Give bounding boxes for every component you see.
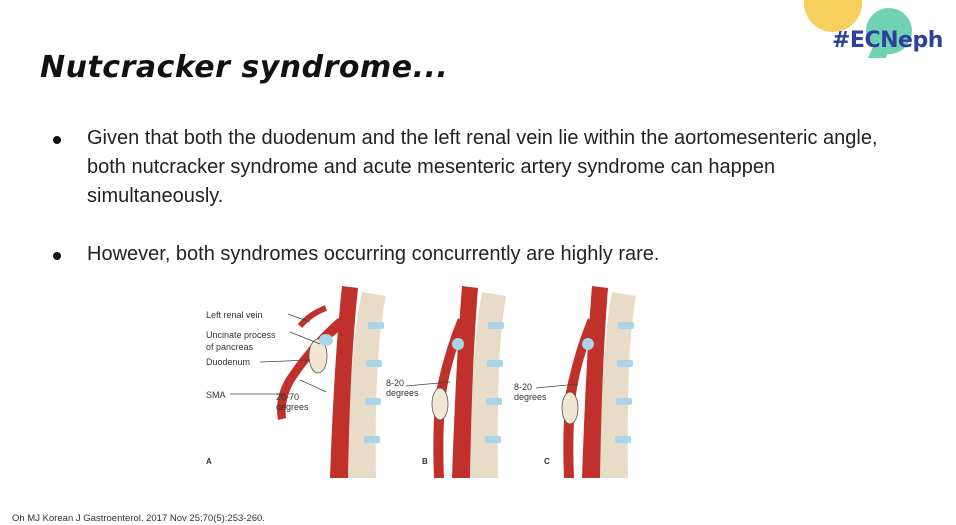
anatomy-illustration: Left renal vein Uncinate process of panc… <box>206 286 636 478</box>
spine-column-a <box>348 292 386 478</box>
vein-cross-section-c <box>582 338 594 350</box>
vein-cross-section-b <box>452 338 464 350</box>
duodenum-a <box>308 338 328 374</box>
leader-line <box>405 381 451 387</box>
ecneph-logo: #ECNeph <box>796 0 956 60</box>
label-angle-a-value: 20-70 <box>276 392 299 402</box>
left-renal-vein-a <box>297 305 328 328</box>
panel-label-c: C <box>544 457 550 466</box>
label-duodenum: Duodenum <box>206 357 250 367</box>
panel-label-a: A <box>206 457 212 466</box>
aorta-b <box>452 286 478 478</box>
panel-b-drawing <box>405 286 506 478</box>
label-angle-c-unit: degrees <box>514 392 547 402</box>
vertebral-disc-a <box>366 360 382 367</box>
anatomy-figure: Left renal vein Uncinate process of panc… <box>200 282 640 478</box>
vertebral-disc-b <box>486 398 502 405</box>
panel-a-drawing <box>230 286 386 478</box>
label-of-pancreas: of pancreas <box>206 342 254 352</box>
sma-artery-c <box>563 318 596 478</box>
logo-text: #ECNeph <box>832 28 943 53</box>
angle-arc-a <box>299 379 327 393</box>
vertebral-disc-b <box>485 436 501 443</box>
aorta-c <box>582 286 608 478</box>
label-angle-c-value: 8-20 <box>514 382 532 392</box>
vertebral-disc-a <box>364 436 380 443</box>
vertebral-disc-c <box>615 436 631 443</box>
label-uncinate-process: Uncinate process <box>206 330 276 340</box>
label-angle-b-unit: degrees <box>386 388 419 398</box>
vertebral-disc-a <box>365 398 381 405</box>
sma-artery-b <box>433 318 466 478</box>
label-angle-b-value: 8-20 <box>386 378 404 388</box>
citation: Oh MJ Korean J Gastroenterol. 2017 Nov 2… <box>12 513 265 524</box>
vertebral-disc-a <box>368 322 384 329</box>
vertebral-disc-c <box>617 360 633 367</box>
bullet-text: Given that both the duodenum and the lef… <box>87 127 878 207</box>
label-sma: SMA <box>206 390 226 400</box>
bullet-text: However, both syndromes occurring concur… <box>87 243 660 265</box>
sma-artery-a <box>277 318 346 420</box>
duodenum-b <box>431 387 449 421</box>
vertebral-disc-b <box>487 360 503 367</box>
leader-line <box>287 313 311 323</box>
vein-cross-section-a <box>319 334 333 346</box>
label-left-renal-vein: Left renal vein <box>206 310 263 320</box>
vertebral-disc-c <box>618 322 634 329</box>
bullet-dot <box>53 136 61 144</box>
panel-label-b: B <box>422 457 428 466</box>
bullet-item: Given that both the duodenum and the lef… <box>50 124 910 211</box>
slide-title: Nutcracker syndrome... <box>40 50 449 85</box>
bullet-list: Given that both the duodenum and the lef… <box>50 124 910 269</box>
spine-column-c <box>600 292 636 478</box>
panel-c-drawing <box>535 286 636 478</box>
leader-line <box>259 359 311 363</box>
spine-column-b <box>470 292 506 478</box>
vertebral-disc-b <box>488 322 504 329</box>
bullet-dot <box>53 252 61 260</box>
vertebral-disc-c <box>616 398 632 405</box>
duodenum-c <box>561 391 579 425</box>
bullet-item: However, both syndromes occurring concur… <box>50 240 910 269</box>
leader-line <box>535 383 579 389</box>
label-angle-a-unit: degrees <box>276 402 309 412</box>
aorta-a <box>330 286 358 478</box>
leader-line <box>289 331 321 345</box>
